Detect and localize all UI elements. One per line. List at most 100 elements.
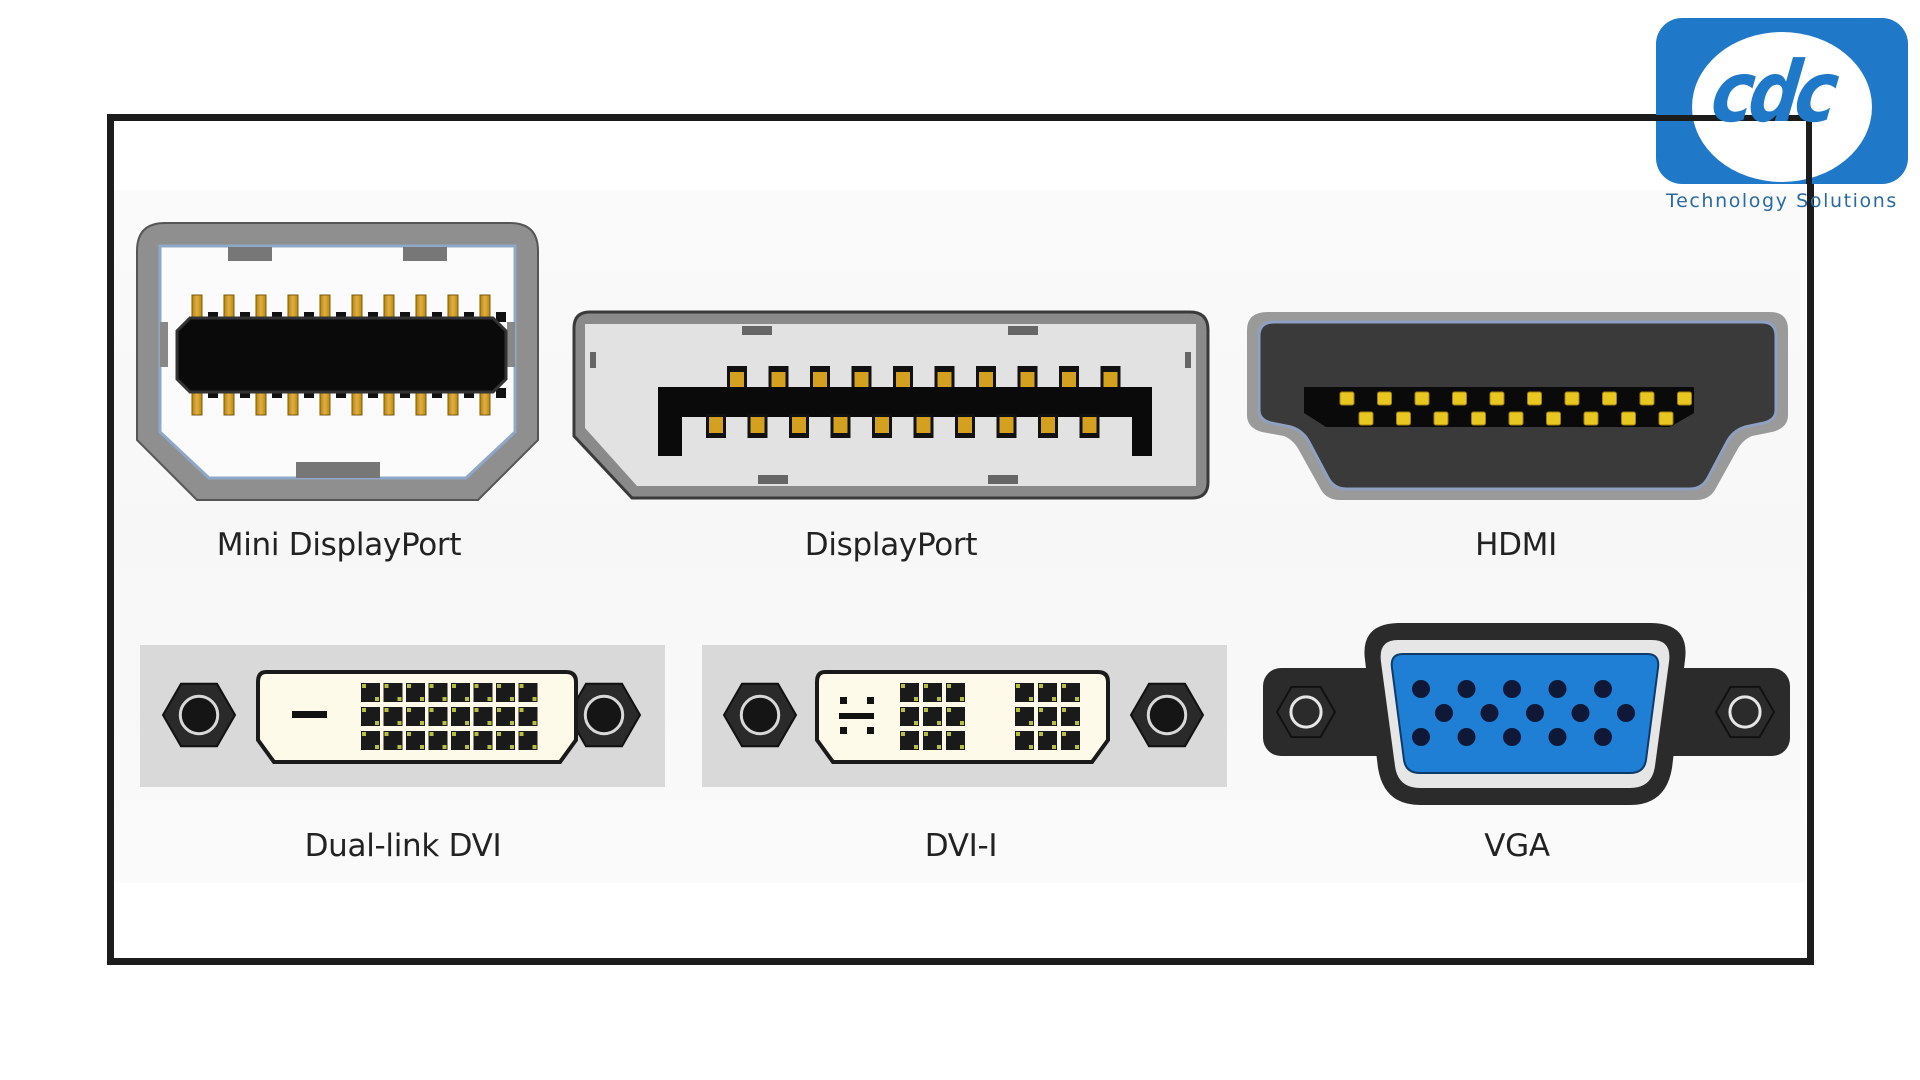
pin-contact <box>442 721 447 725</box>
pin-contact <box>442 697 447 701</box>
dp-latch <box>758 475 788 484</box>
pin-contact <box>384 732 389 736</box>
pin-notch <box>496 388 506 398</box>
pin-contact <box>1029 745 1033 749</box>
pin-contact <box>937 697 941 701</box>
pin-icon <box>1548 680 1567 698</box>
screw-hole <box>1728 695 1762 729</box>
pin-contact <box>375 697 379 701</box>
pin-contact <box>1016 708 1020 712</box>
pin-contact <box>901 708 905 712</box>
pin-contact <box>519 708 524 712</box>
mini-dp-latch <box>228 247 272 261</box>
screw-hole <box>178 694 220 736</box>
pin-contact <box>519 684 524 688</box>
dp-latch <box>1008 326 1038 335</box>
pin-icon <box>1503 680 1521 698</box>
pin-icon <box>1571 704 1590 722</box>
vga-face <box>1390 653 1660 774</box>
dvi-i-blade <box>839 713 874 719</box>
pin-icon <box>1433 411 1449 426</box>
pin-notch <box>496 312 506 322</box>
pin-contact <box>397 721 402 725</box>
pin-contact <box>474 684 479 688</box>
pin-contact <box>924 708 928 712</box>
pin-icon <box>1594 728 1612 746</box>
pin-contact <box>1039 708 1043 712</box>
pin-icon <box>854 372 869 388</box>
pin-contact <box>362 732 366 736</box>
pin-icon <box>916 417 931 433</box>
pin-contact <box>429 684 434 688</box>
pin-icon <box>1480 704 1499 722</box>
label-dual-link-dvi: Dual-link DVI <box>304 828 502 864</box>
pin-contact <box>947 684 951 688</box>
pin-contact <box>384 684 389 688</box>
pin-contact <box>1029 721 1033 725</box>
pin-icon <box>1412 680 1430 698</box>
pin-icon <box>937 372 952 388</box>
dp-tongue <box>658 387 1152 456</box>
screw-hole <box>1289 695 1323 729</box>
mini-dp-latch <box>296 462 380 478</box>
pin-contact <box>487 721 492 725</box>
mini-dp-side-tab <box>507 322 515 367</box>
pin-contact <box>420 697 424 701</box>
pin-icon <box>875 417 889 433</box>
pin-icon <box>709 417 723 433</box>
pin-contact <box>1039 732 1043 736</box>
pin-contact <box>465 745 469 749</box>
pin-contact <box>474 708 479 712</box>
pin-contact <box>960 697 964 701</box>
pin-contact <box>937 745 941 749</box>
pin-contact <box>1075 745 1079 749</box>
label-displayport: DisplayPort <box>804 527 978 563</box>
pin-icon <box>730 372 744 388</box>
label-vga: VGA <box>1484 828 1550 864</box>
pin-icon <box>1412 728 1430 746</box>
pin-icon <box>1452 391 1467 406</box>
dvi-i-analog-pin <box>840 727 847 734</box>
dvi-blade <box>292 711 327 718</box>
pin-icon <box>896 372 910 388</box>
pin-icon <box>1020 372 1035 388</box>
pin-icon <box>792 417 806 433</box>
pin-contact <box>397 745 402 749</box>
pin-contact <box>420 721 424 725</box>
pin-icon <box>1548 728 1567 746</box>
pin-contact <box>924 732 928 736</box>
pin-icon <box>1617 704 1635 722</box>
pin-contact <box>407 732 411 736</box>
pin-contact <box>1062 684 1066 688</box>
pin-icon <box>1677 391 1692 406</box>
frame-line-overlay <box>1656 115 1808 121</box>
pin-icon <box>1508 411 1524 426</box>
pin-contact <box>362 708 366 712</box>
pin-contact <box>497 684 501 688</box>
mini-dp-side-tab <box>160 322 168 367</box>
pin-contact <box>375 721 379 725</box>
pin-contact <box>947 732 951 736</box>
pin-icon <box>1082 417 1097 433</box>
pin-contact <box>452 708 456 712</box>
pin-icon <box>1602 391 1617 406</box>
pin-icon <box>999 417 1014 433</box>
screw-hole <box>583 694 625 736</box>
pin-contact <box>532 745 537 749</box>
pin-icon <box>1621 411 1636 426</box>
frame-line-overlay <box>1806 115 1812 184</box>
dvi-i-connector <box>702 645 1227 787</box>
pin-contact <box>429 708 434 712</box>
pin-icon <box>1639 391 1655 406</box>
pin-contact <box>442 745 447 749</box>
pin-contact <box>960 745 964 749</box>
pin-contact <box>452 684 456 688</box>
pin-icon <box>1564 391 1580 406</box>
displayport-connector <box>572 310 1210 500</box>
pin-contact <box>1062 708 1066 712</box>
pin-contact <box>960 721 964 725</box>
pin-contact <box>465 721 469 725</box>
pin-contact <box>532 697 537 701</box>
pin-icon <box>1503 728 1521 746</box>
